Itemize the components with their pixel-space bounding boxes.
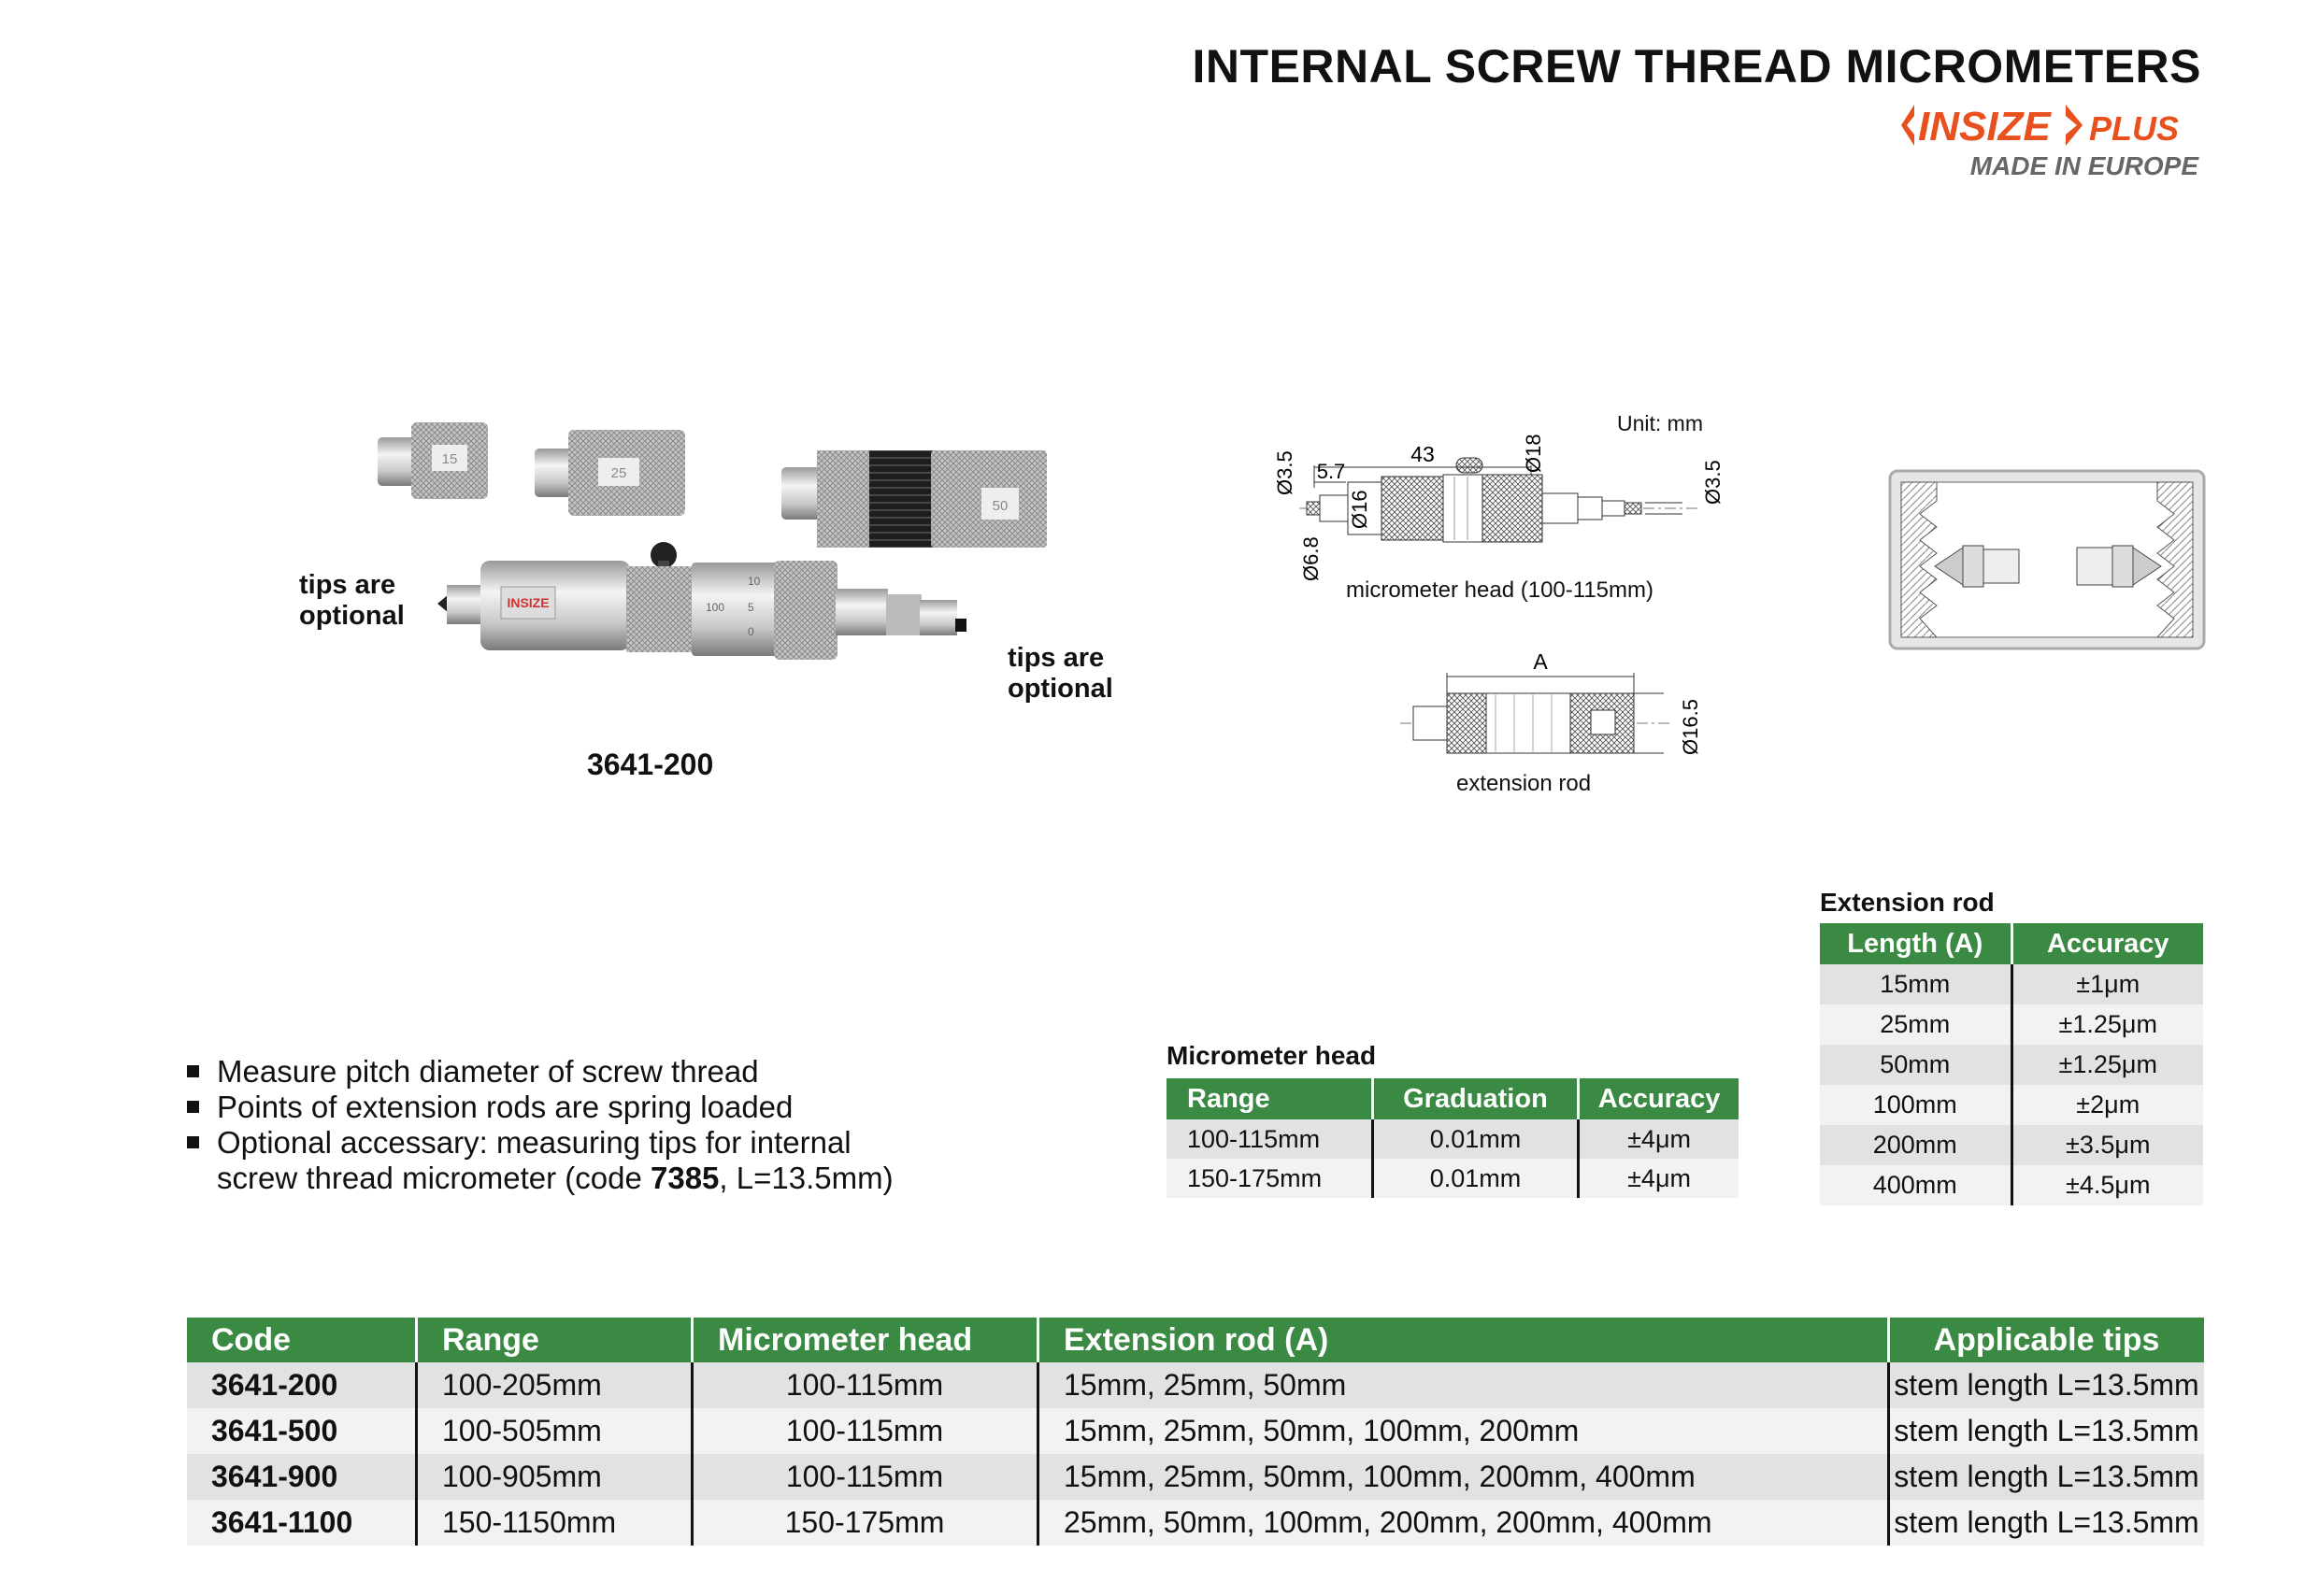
- svg-text:Ø16.5: Ø16.5: [1679, 699, 1702, 755]
- svg-text:Ø16: Ø16: [1348, 490, 1371, 529]
- svg-text:10: 10: [748, 575, 761, 588]
- extension-rod-table: Length (A) Accuracy 15mm ±1μm 25mm ±1.25…: [1820, 923, 2203, 1205]
- brand-suffix: PLUS: [2089, 109, 2179, 148]
- micrometer-head-table: Range Graduation Accuracy 100-115mm 0.01…: [1167, 1078, 1739, 1198]
- svg-text:0: 0: [748, 625, 754, 638]
- svg-text:Ø6.8: Ø6.8: [1299, 536, 1323, 581]
- product-photo: 15 25 50 INSIZE 100 10 5 0: [378, 422, 1047, 660]
- brand-tagline: MADE IN EUROPE: [1969, 151, 2198, 180]
- table-row: 3641-200 100-205mm 100-115mm 15mm, 25mm,…: [187, 1362, 2204, 1408]
- thread-measurement-illustration: [1888, 469, 2206, 650]
- svg-text:15: 15: [442, 451, 458, 467]
- table-row: 400mm ±4.5μm: [1820, 1165, 2203, 1205]
- extension-rod-15: 15: [378, 422, 488, 499]
- svg-text:25: 25: [611, 465, 627, 481]
- svg-text:INSIZE: INSIZE: [507, 595, 549, 610]
- brand-name: INSIZE: [1918, 104, 2052, 150]
- svg-text:Ø18: Ø18: [1522, 434, 1545, 473]
- extension-rod-caption: extension rod: [1456, 771, 1592, 796]
- specification-table: Code Range Micrometer head Extension rod…: [187, 1318, 2204, 1546]
- svg-text:43: 43: [1410, 442, 1435, 466]
- insize-plus-logo: INSIZE PLUS: [1901, 104, 2179, 150]
- micrometer-head-table-title: Micrometer head: [1167, 1041, 1377, 1070]
- svg-text:100: 100: [706, 601, 724, 614]
- svg-text:Ø3.5: Ø3.5: [1701, 460, 1725, 505]
- table-row: 200mm ±3.5μm: [1820, 1125, 2203, 1165]
- table-row: 100mm ±2μm: [1820, 1085, 2203, 1125]
- extension-rod-50: 50: [781, 450, 1047, 548]
- svg-text:5.7: 5.7: [1317, 460, 1346, 483]
- table-row: 3641-900 100-905mm 100-115mm 15mm, 25mm,…: [187, 1454, 2204, 1500]
- svg-text:5: 5: [748, 601, 754, 614]
- page-title: INTERNAL SCREW THREAD MICROMETERS: [1192, 40, 2201, 93]
- table-row: 100-115mm 0.01mm ±4μm: [1167, 1119, 1739, 1159]
- table-row: 15mm ±1μm: [1820, 964, 2203, 1005]
- micrometer-head-drawing: 43 5.7 Ø3.5 Ø6.8 Ø16 Ø18 Ø3.5: [1273, 434, 1725, 581]
- unit-label: Unit: mm: [1617, 411, 1703, 435]
- tips-optional-label-right: tips are optional: [1008, 643, 1113, 704]
- feature-item: Optional accessary: measuring tips for i…: [187, 1125, 894, 1196]
- svg-text:A: A: [1533, 649, 1548, 674]
- table-row: 25mm ±1.25μm: [1820, 1005, 2203, 1045]
- table-header-row: Code Range Micrometer head Extension rod…: [187, 1318, 2204, 1362]
- table-header-row: Range Graduation Accuracy: [1167, 1078, 1739, 1119]
- table-row: 3641-1100 150-1150mm 150-175mm 25mm, 50m…: [187, 1500, 2204, 1546]
- extension-rod-25: 25: [535, 430, 685, 516]
- tips-optional-label-left: tips are optional: [299, 570, 405, 631]
- svg-text:Ø3.5: Ø3.5: [1273, 450, 1296, 495]
- feature-list: Measure pitch diameter of screw thread P…: [187, 1054, 894, 1196]
- micrometer-head-photo: INSIZE 100 10 5 0: [437, 542, 966, 660]
- lock-knob: [651, 542, 677, 568]
- svg-text:50: 50: [993, 498, 1009, 514]
- table-header-row: Length (A) Accuracy: [1820, 923, 2203, 964]
- table-row: 50mm ±1.25μm: [1820, 1045, 2203, 1085]
- table-row: 3641-500 100-505mm 100-115mm 15mm, 25mm,…: [187, 1408, 2204, 1454]
- micrometer-head-caption: micrometer head (100-115mm): [1346, 577, 1654, 603]
- table-row: 150-175mm 0.01mm ±4μm: [1167, 1159, 1739, 1198]
- extension-rod-table-title: Extension rod: [1820, 888, 1995, 917]
- extension-rod-drawing: A Ø16.5: [1400, 649, 1702, 755]
- feature-item: Points of extension rods are spring load…: [187, 1090, 894, 1125]
- model-label: 3641-200: [587, 748, 714, 781]
- feature-item: Measure pitch diameter of screw thread: [187, 1054, 894, 1090]
